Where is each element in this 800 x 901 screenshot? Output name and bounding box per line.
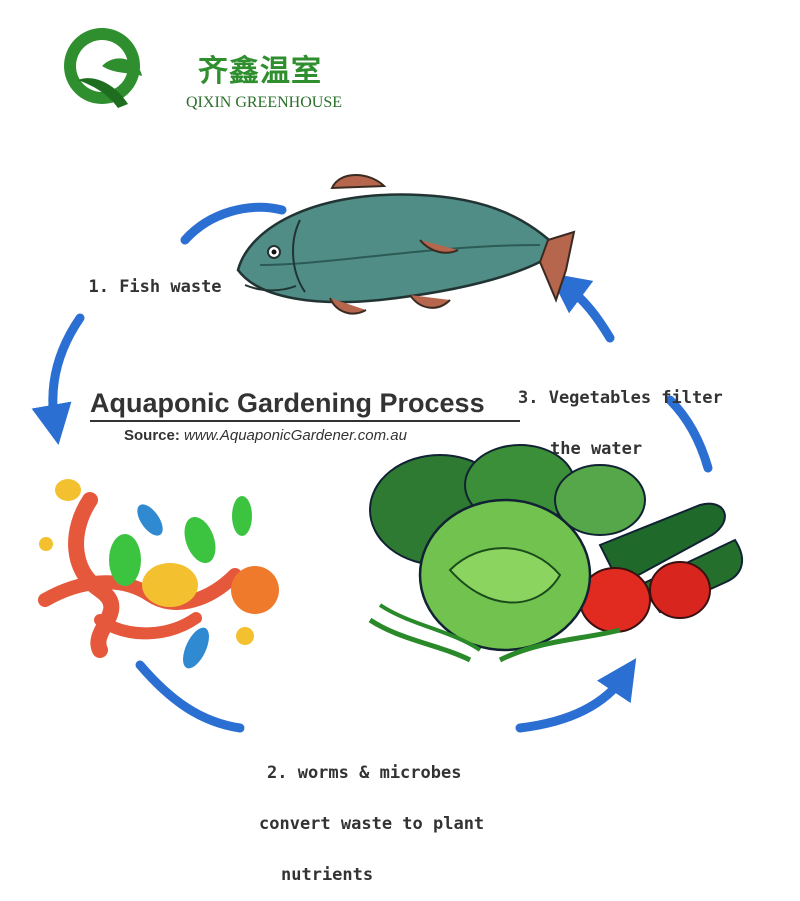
diagram-source: Source: www.AquaponicGardener.com.au <box>124 427 407 444</box>
step-3-label: 3. Vegetables filter the water <box>518 356 723 475</box>
fish-illustration <box>236 174 576 315</box>
step-2-label: 2. worms & microbes convert waste to pla… <box>255 731 484 901</box>
arrow-right-lower <box>665 395 713 473</box>
vegetables-illustration <box>368 444 744 663</box>
cycle-arrows <box>31 202 713 733</box>
qixin-logo: 齐鑫温室 QIXIN GREENHOUSE <box>58 22 342 122</box>
arrow-waste-to-plants-left <box>135 660 245 733</box>
step-1-line-1: 1. Fish waste <box>88 277 222 297</box>
title-underline <box>90 420 520 422</box>
qixin-emblem-icon <box>64 28 142 108</box>
source-url: www.AquaponicGardener.com.au <box>184 427 407 444</box>
worms-microbes-illustration <box>38 479 279 669</box>
aquaponics-diagram <box>31 174 744 733</box>
logo-name-english: QIXIN GREENHOUSE <box>186 94 342 111</box>
step-1-label: 1. Fish waste <box>68 262 222 297</box>
step-2-line-3: nutrients <box>281 865 374 885</box>
diagram-title: Aquaponic Gardening Process <box>90 388 485 418</box>
source-label: Source: <box>124 427 180 444</box>
step-3-line-1: 3. Vegetables filter <box>518 388 723 408</box>
arrow-top-left <box>180 202 287 245</box>
step-2-line-1: 2. worms & microbes <box>267 763 462 783</box>
arrow-fish-to-waste <box>31 313 85 445</box>
arrow-plants-to-fish <box>548 272 615 343</box>
step-2-line-2: convert waste to plant <box>259 814 485 834</box>
step-3-line-2: the water <box>550 439 643 459</box>
logo-name-chinese: 齐鑫温室 <box>198 54 322 89</box>
arrow-waste-to-plants-right <box>515 658 637 733</box>
